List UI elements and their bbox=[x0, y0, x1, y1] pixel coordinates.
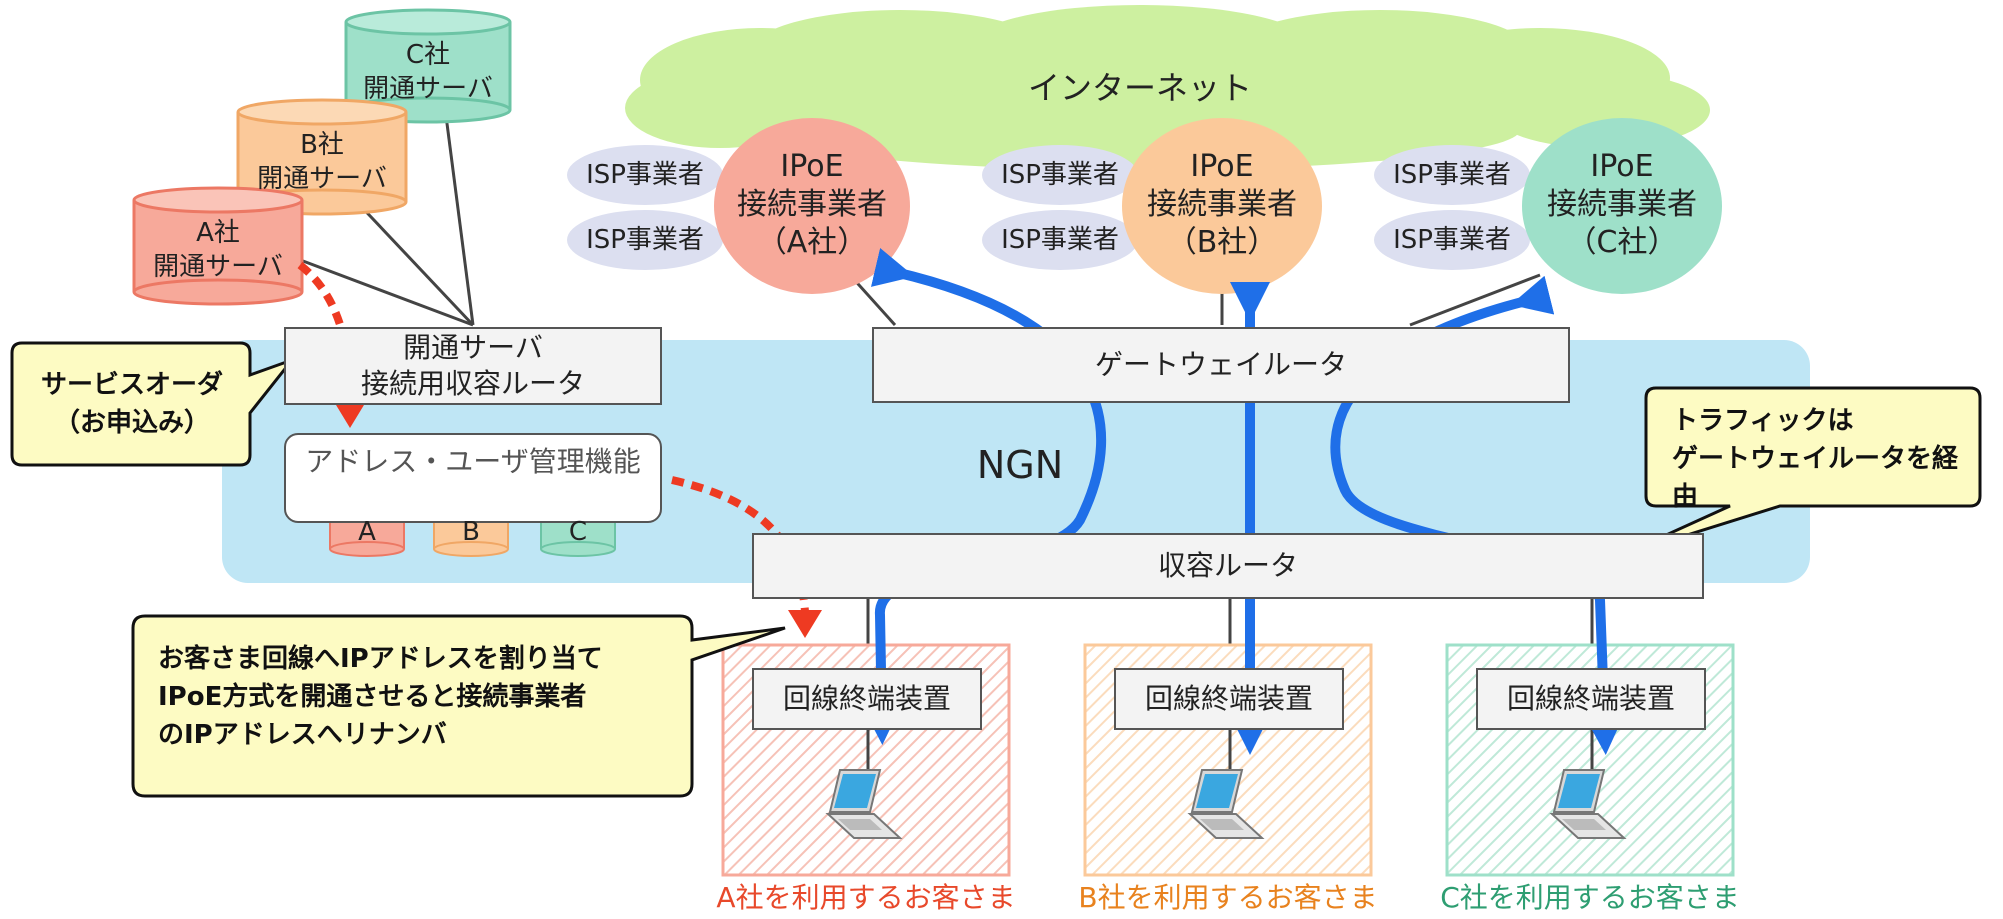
order-arrow-2 bbox=[671, 476, 809, 613]
callout-traffic: トラフィックは ゲートウェイルータを経由 bbox=[1672, 406, 1959, 512]
gateway-router: ゲートウェイルータ bbox=[872, 327, 1570, 403]
callout-service-order-shape bbox=[10, 341, 297, 467]
laptop-icon-a bbox=[825, 769, 903, 839]
customer-a-label: A社を利用するお客さま bbox=[716, 881, 1016, 914]
provision-router-line2: 接続用収容ルータ bbox=[360, 367, 585, 400]
ngn-label: NGN bbox=[976, 443, 1064, 487]
database-icon-a bbox=[132, 186, 304, 306]
callout-traffic-shape bbox=[1619, 386, 1982, 558]
accommodation-router: 収容ルータ bbox=[752, 533, 1704, 599]
internet-label: インターネット bbox=[1027, 69, 1252, 107]
isp-b-bottom: ISP事業者 bbox=[1001, 225, 1119, 255]
terminal-a: 回線終端装置 bbox=[752, 668, 982, 730]
address-user-mgmt: アドレス・ユーザ管理機能 bbox=[284, 433, 662, 523]
terminal-c: 回線終端装置 bbox=[1476, 668, 1706, 730]
ipoe-a-label: IPoE 接続事業者 （A社） bbox=[737, 149, 887, 260]
internet-cloud bbox=[625, 5, 1710, 170]
laptop-icon-b bbox=[1187, 769, 1265, 839]
order-arrow-2-head bbox=[788, 610, 822, 638]
callout-service-order: サービスオーダ （お申込み） bbox=[40, 370, 223, 438]
server-a-label: A社 開通サーバ bbox=[153, 218, 283, 282]
customer-b-label: B社を利用するお客さま bbox=[1078, 881, 1378, 914]
ipoe-circle-c bbox=[1522, 118, 1722, 294]
order-arrow-1-head bbox=[333, 400, 367, 428]
callout-assign-shape bbox=[131, 614, 786, 798]
ipoe-c-label: IPoE 接続事業者 （C社） bbox=[1547, 149, 1697, 260]
laptop-icon-c bbox=[1549, 769, 1627, 839]
isp-b-top: ISP事業者 bbox=[1001, 160, 1119, 190]
server-b-label: B社 開通サーバ bbox=[257, 130, 387, 194]
callout-assign: お客さま回線へIPアドレスを割り当て IPoE方式を開通させると接続事業者 のI… bbox=[158, 644, 603, 750]
isp-c-bottom: ISP事業者 bbox=[1393, 225, 1511, 255]
ipoe-circle-a bbox=[714, 118, 910, 294]
ipoe-b-label: IPoE 接続事業者 （B社） bbox=[1147, 149, 1297, 260]
isp-a-top: ISP事業者 bbox=[586, 160, 704, 190]
address-user-mgmt-label: アドレス・ユーザ管理機能 bbox=[305, 445, 641, 478]
terminal-b: 回線終端装置 bbox=[1114, 668, 1344, 730]
server-c-label: C社 開通サーバ bbox=[363, 40, 493, 104]
isp-c-top: ISP事業者 bbox=[1393, 160, 1511, 190]
provision-router-line1: 開通サーバ bbox=[403, 331, 543, 364]
ipoe-circle-b bbox=[1122, 118, 1322, 294]
customer-c-label: C社を利用するお客さま bbox=[1440, 881, 1740, 914]
provision-router: 開通サーバ 接続用収容ルータ bbox=[284, 327, 662, 405]
mgmt-db-b-label: B bbox=[462, 517, 480, 547]
server-links bbox=[294, 107, 475, 327]
isp-bubbles bbox=[567, 145, 1530, 270]
isp-a-bottom: ISP事業者 bbox=[586, 225, 704, 255]
mgmt-db-c-label: C bbox=[568, 517, 588, 547]
mgmt-db-a-label: A bbox=[358, 517, 376, 547]
